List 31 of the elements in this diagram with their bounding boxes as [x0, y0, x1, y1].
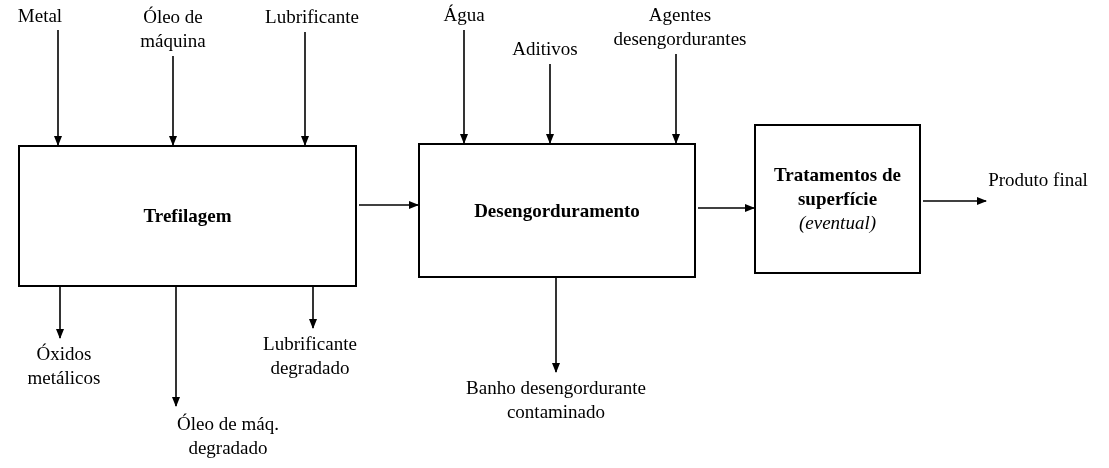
flow-text: Lubrificante: [265, 5, 359, 29]
process-box: [754, 124, 921, 274]
arrow: [172, 286, 180, 407]
process-box: [18, 145, 357, 287]
process-name: Trefilagem: [143, 204, 232, 228]
arrow: [169, 55, 177, 146]
arrow: [546, 63, 554, 144]
process-name: Tratamentos de superfície: [773, 163, 902, 211]
flow-text: Metal: [17, 4, 63, 28]
flow-text: Aditivos: [512, 37, 578, 61]
arrow: [358, 201, 419, 209]
flow-text: Produto final: [988, 168, 1088, 192]
flow-text: Banho desengordurante contaminado: [465, 376, 647, 424]
flow-text: Óleo de máquina: [139, 5, 207, 53]
flow-text: Óleo de máq. degradado: [176, 412, 280, 460]
process-name: Desengorduramento: [474, 198, 640, 223]
arrow: [697, 204, 755, 212]
arrow: [56, 286, 64, 339]
arrow: [301, 31, 309, 146]
flow-text: Lubrificante degradado: [262, 332, 358, 380]
arrow: [672, 53, 680, 144]
arrow: [922, 197, 987, 205]
flow-text: Óxidos metálicos: [26, 342, 102, 390]
process-note: (eventual): [799, 211, 876, 235]
arrow: [54, 29, 62, 146]
flow-text: Agentes desengordurantes: [612, 3, 748, 51]
process-box: [418, 143, 696, 278]
arrow: [309, 286, 317, 329]
arrow: [552, 277, 560, 373]
flow-text: Água: [443, 3, 485, 27]
arrow: [460, 29, 468, 144]
